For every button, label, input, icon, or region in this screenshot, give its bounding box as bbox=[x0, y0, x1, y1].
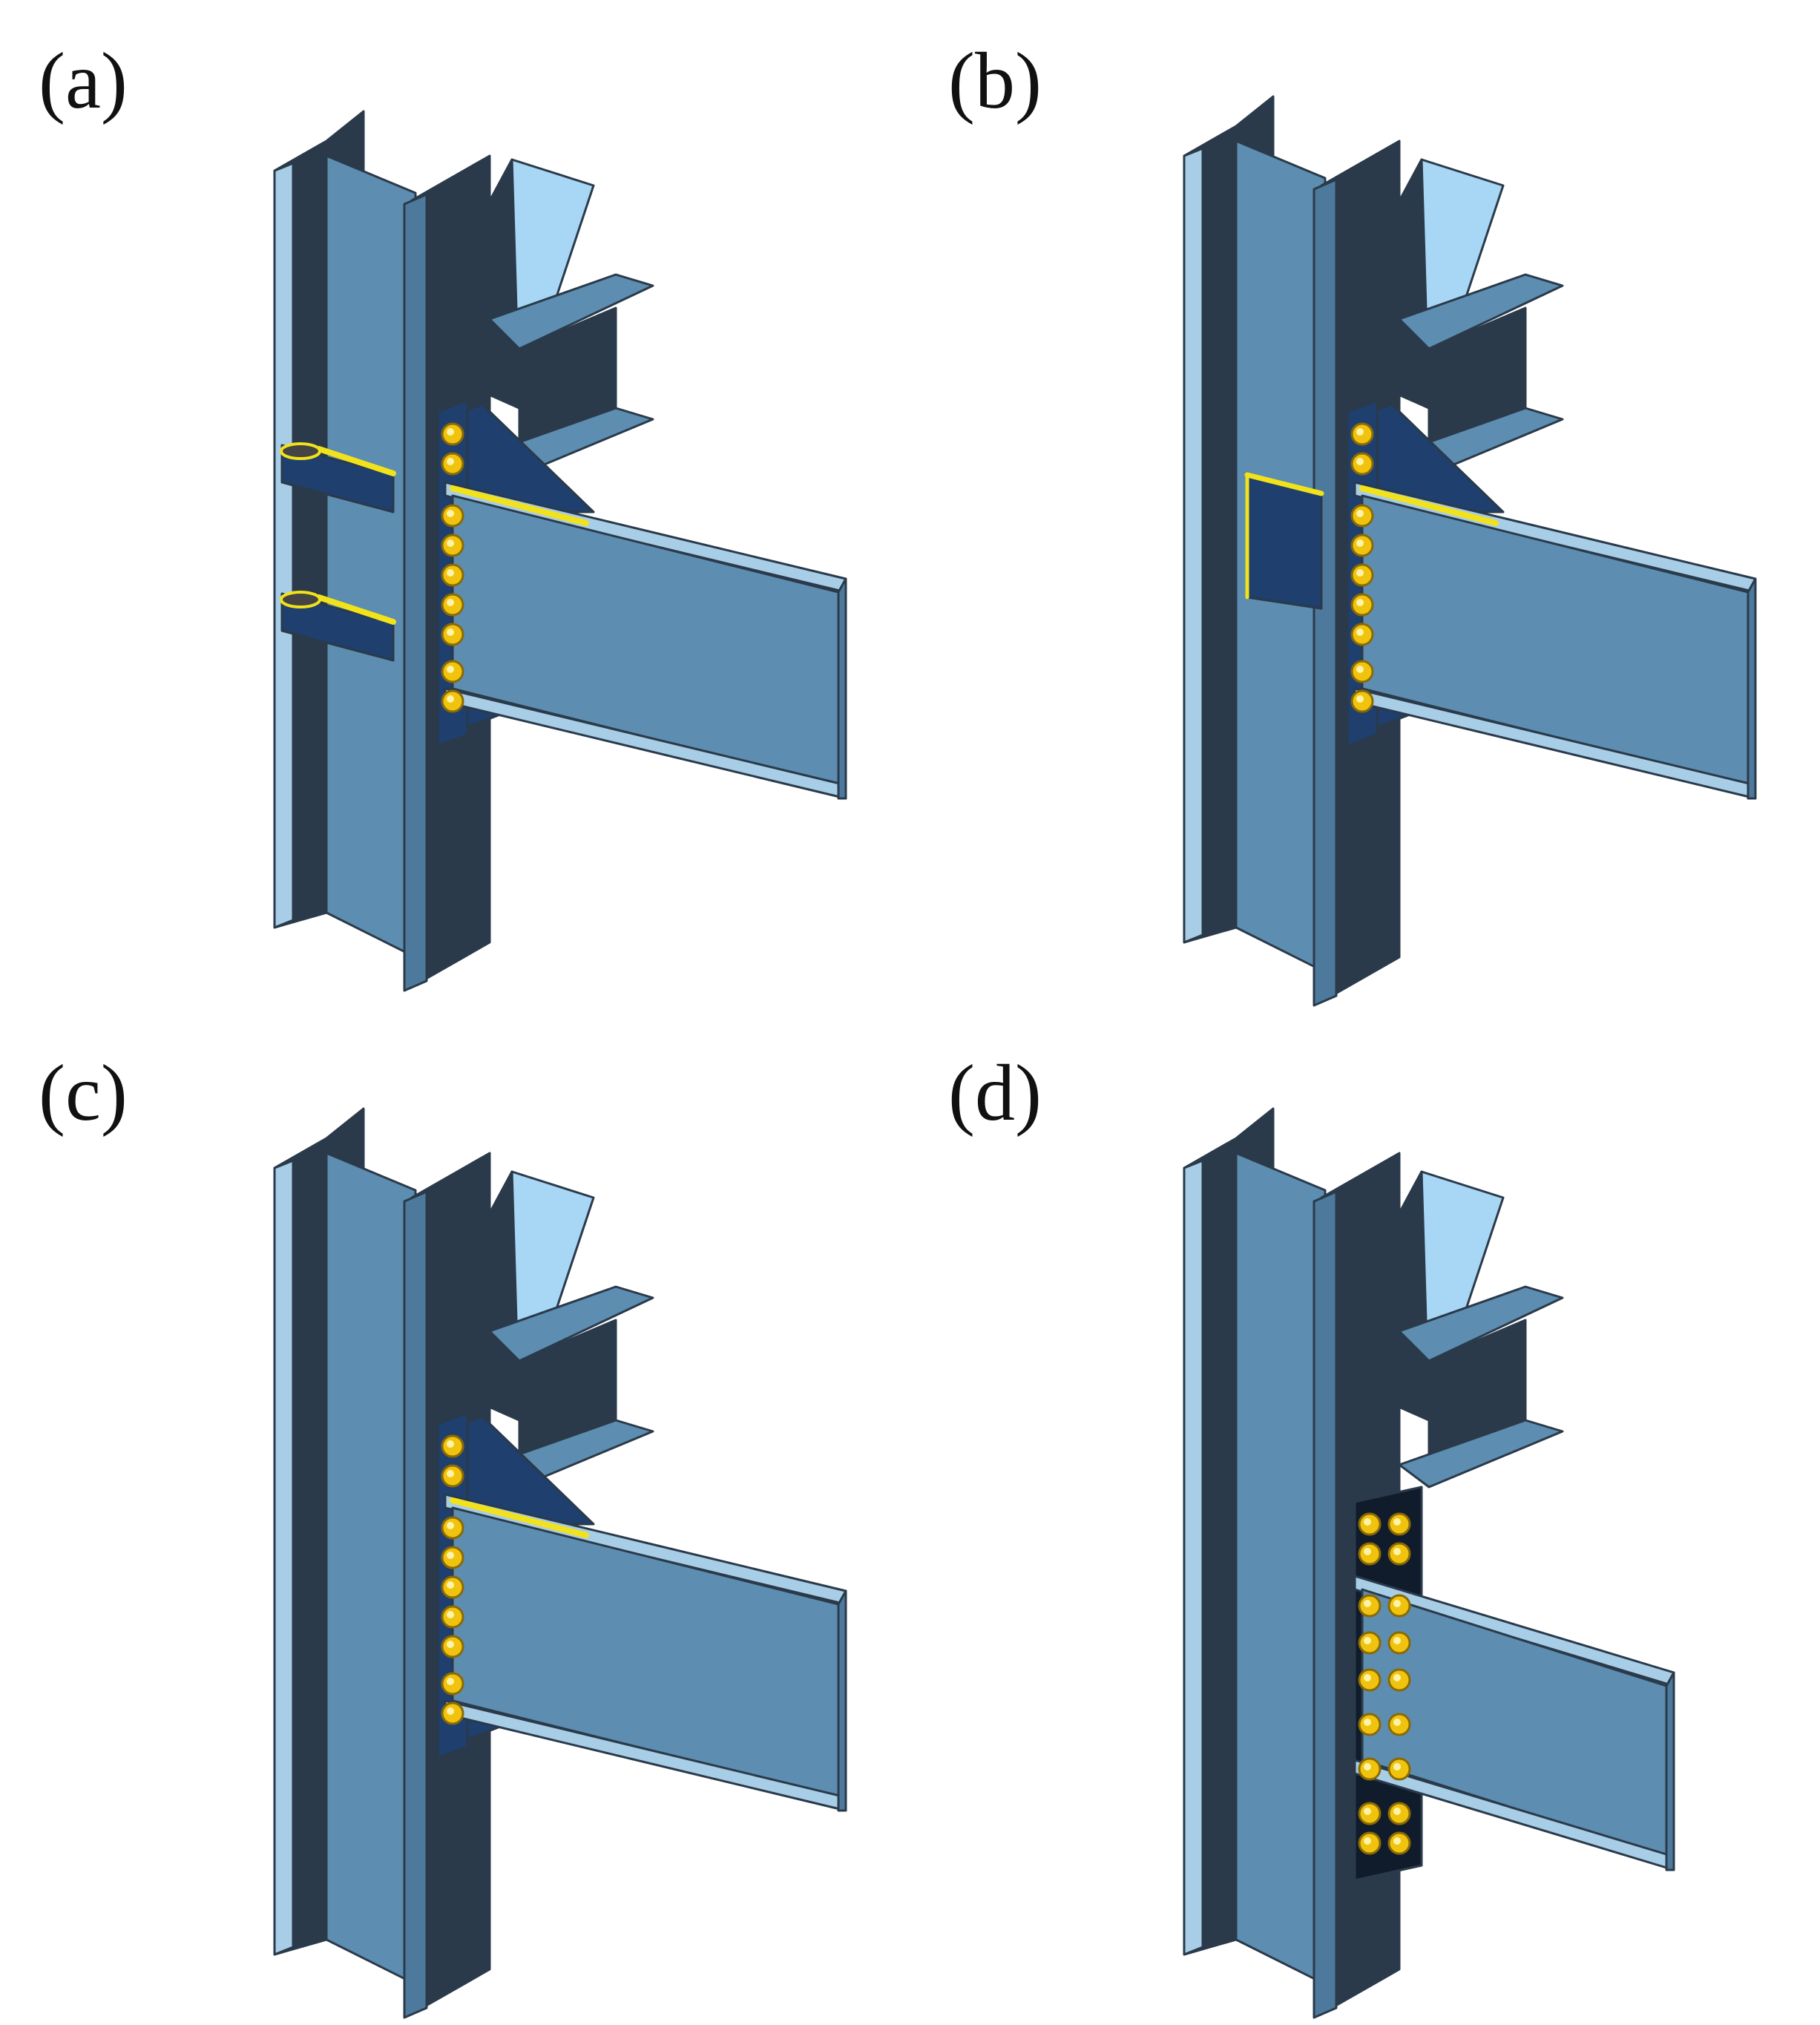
main-beam-end bbox=[837, 1589, 847, 1812]
bolt-1-highlight bbox=[1356, 458, 1364, 465]
column-web bbox=[1235, 1152, 1327, 1986]
stiffener-hole-upper bbox=[280, 442, 321, 460]
bolt-15-highlight bbox=[1393, 1763, 1401, 1770]
bolt-4-highlight bbox=[1356, 569, 1364, 577]
bolt-6-highlight bbox=[1356, 628, 1364, 636]
bolt-14-highlight bbox=[1393, 1719, 1401, 1726]
bolt-9-highlight bbox=[1393, 1518, 1401, 1526]
panel-a-joint-drawing bbox=[273, 110, 847, 992]
bolt-8-highlight bbox=[447, 695, 454, 703]
bolt-1-highlight bbox=[447, 1470, 454, 1477]
panel-b: (b) bbox=[910, 0, 1819, 1012]
stiffener-weld-lower bbox=[316, 594, 396, 625]
bolt-16-highlight bbox=[1393, 1808, 1401, 1815]
bolt-7-highlight bbox=[1356, 666, 1364, 673]
bolt-3-highlight bbox=[1356, 539, 1364, 547]
panel-d-label: (d) bbox=[948, 1049, 1042, 1138]
back-beam-bottom-flange bbox=[1398, 1419, 1564, 1489]
web-doubler-plate bbox=[1246, 473, 1323, 610]
beam-flange-weld bbox=[450, 1497, 589, 1538]
column-stiffener-upper bbox=[280, 444, 395, 513]
beam-flange-weld bbox=[450, 485, 589, 526]
beam-flange-weld bbox=[1359, 485, 1499, 526]
bolt-4-highlight bbox=[447, 569, 454, 577]
bolt-13-highlight bbox=[1393, 1674, 1401, 1681]
bolt-2-highlight bbox=[1356, 510, 1364, 517]
bolt-12-highlight bbox=[1393, 1637, 1401, 1644]
stiffener-hole-lower bbox=[280, 591, 321, 608]
panel-a-label: (a) bbox=[39, 37, 128, 125]
panel-c: (c) bbox=[0, 1012, 910, 2024]
bolt-4-highlight bbox=[1364, 1674, 1371, 1681]
column-front-flange-edge bbox=[403, 193, 428, 992]
column-front-flange-edge bbox=[1313, 178, 1338, 1007]
bolt-3-highlight bbox=[447, 539, 454, 547]
back-beam-top-flange bbox=[488, 1285, 654, 1362]
bolt-0-highlight bbox=[1364, 1518, 1371, 1526]
column-back-flange-edge bbox=[1183, 147, 1204, 944]
bolt-11-highlight bbox=[1393, 1600, 1401, 1607]
bolt-0-highlight bbox=[447, 1440, 454, 1448]
panel-d: (d) bbox=[910, 1012, 1819, 2024]
main-beam-end bbox=[837, 577, 847, 800]
main-beam-end bbox=[1665, 1671, 1675, 1871]
stiffener-weld-upper bbox=[316, 446, 396, 476]
bolt-0-highlight bbox=[447, 428, 454, 436]
bolt-0-highlight bbox=[1356, 428, 1364, 436]
bolt-17-highlight bbox=[1393, 1837, 1401, 1845]
main-beam-end bbox=[1747, 577, 1757, 800]
column-back-flange-edge bbox=[273, 162, 295, 929]
bolt-2-highlight bbox=[447, 1522, 454, 1529]
column-web bbox=[325, 1152, 417, 1986]
panel-c-label: (c) bbox=[39, 1049, 128, 1138]
bolt-6-highlight bbox=[447, 1641, 454, 1648]
bolt-8-highlight bbox=[447, 1707, 454, 1715]
bolt-10-highlight bbox=[1393, 1548, 1401, 1555]
bolt-1-highlight bbox=[1364, 1548, 1371, 1555]
bolt-8-highlight bbox=[1364, 1837, 1371, 1845]
bolt-5-highlight bbox=[447, 1611, 454, 1618]
bolt-7-highlight bbox=[447, 666, 454, 673]
bolt-3-highlight bbox=[447, 1552, 454, 1559]
panel-a: (a) bbox=[0, 0, 910, 1012]
bolt-7-highlight bbox=[1364, 1808, 1371, 1815]
bolt-6-highlight bbox=[447, 628, 454, 636]
back-beam-top-flange bbox=[1398, 1285, 1564, 1362]
panel-b-label: (b) bbox=[948, 37, 1042, 125]
bolt-5-highlight bbox=[447, 599, 454, 606]
panel-b-joint-drawing bbox=[1183, 95, 1757, 1007]
back-beam-top-flange bbox=[488, 273, 654, 350]
bolt-7-highlight bbox=[447, 1678, 454, 1685]
bolt-2-highlight bbox=[1364, 1600, 1371, 1607]
doubler-weld-top bbox=[1244, 472, 1324, 496]
column-front-flange-edge bbox=[1313, 1190, 1338, 2019]
bolt-8-highlight bbox=[1356, 695, 1364, 703]
column-stiffener-lower bbox=[280, 592, 395, 662]
bolt-6-highlight bbox=[1364, 1763, 1371, 1770]
bolt-2-highlight bbox=[447, 510, 454, 517]
bolt-5-highlight bbox=[1364, 1719, 1371, 1726]
bolt-1-highlight bbox=[447, 458, 454, 465]
panel-d-joint-drawing bbox=[1183, 1107, 1675, 2019]
panel-c-joint-drawing bbox=[273, 1107, 847, 2019]
column-back-flange-edge bbox=[273, 1159, 295, 1956]
bolt-5-highlight bbox=[1356, 599, 1364, 606]
bolt-4-highlight bbox=[447, 1581, 454, 1589]
back-beam-top-flange bbox=[1398, 273, 1564, 350]
column-back-flange-edge bbox=[1183, 1159, 1204, 1956]
column-front-flange-edge bbox=[403, 1190, 428, 2019]
bolt-3-highlight bbox=[1364, 1637, 1371, 1644]
column-web bbox=[325, 154, 417, 959]
